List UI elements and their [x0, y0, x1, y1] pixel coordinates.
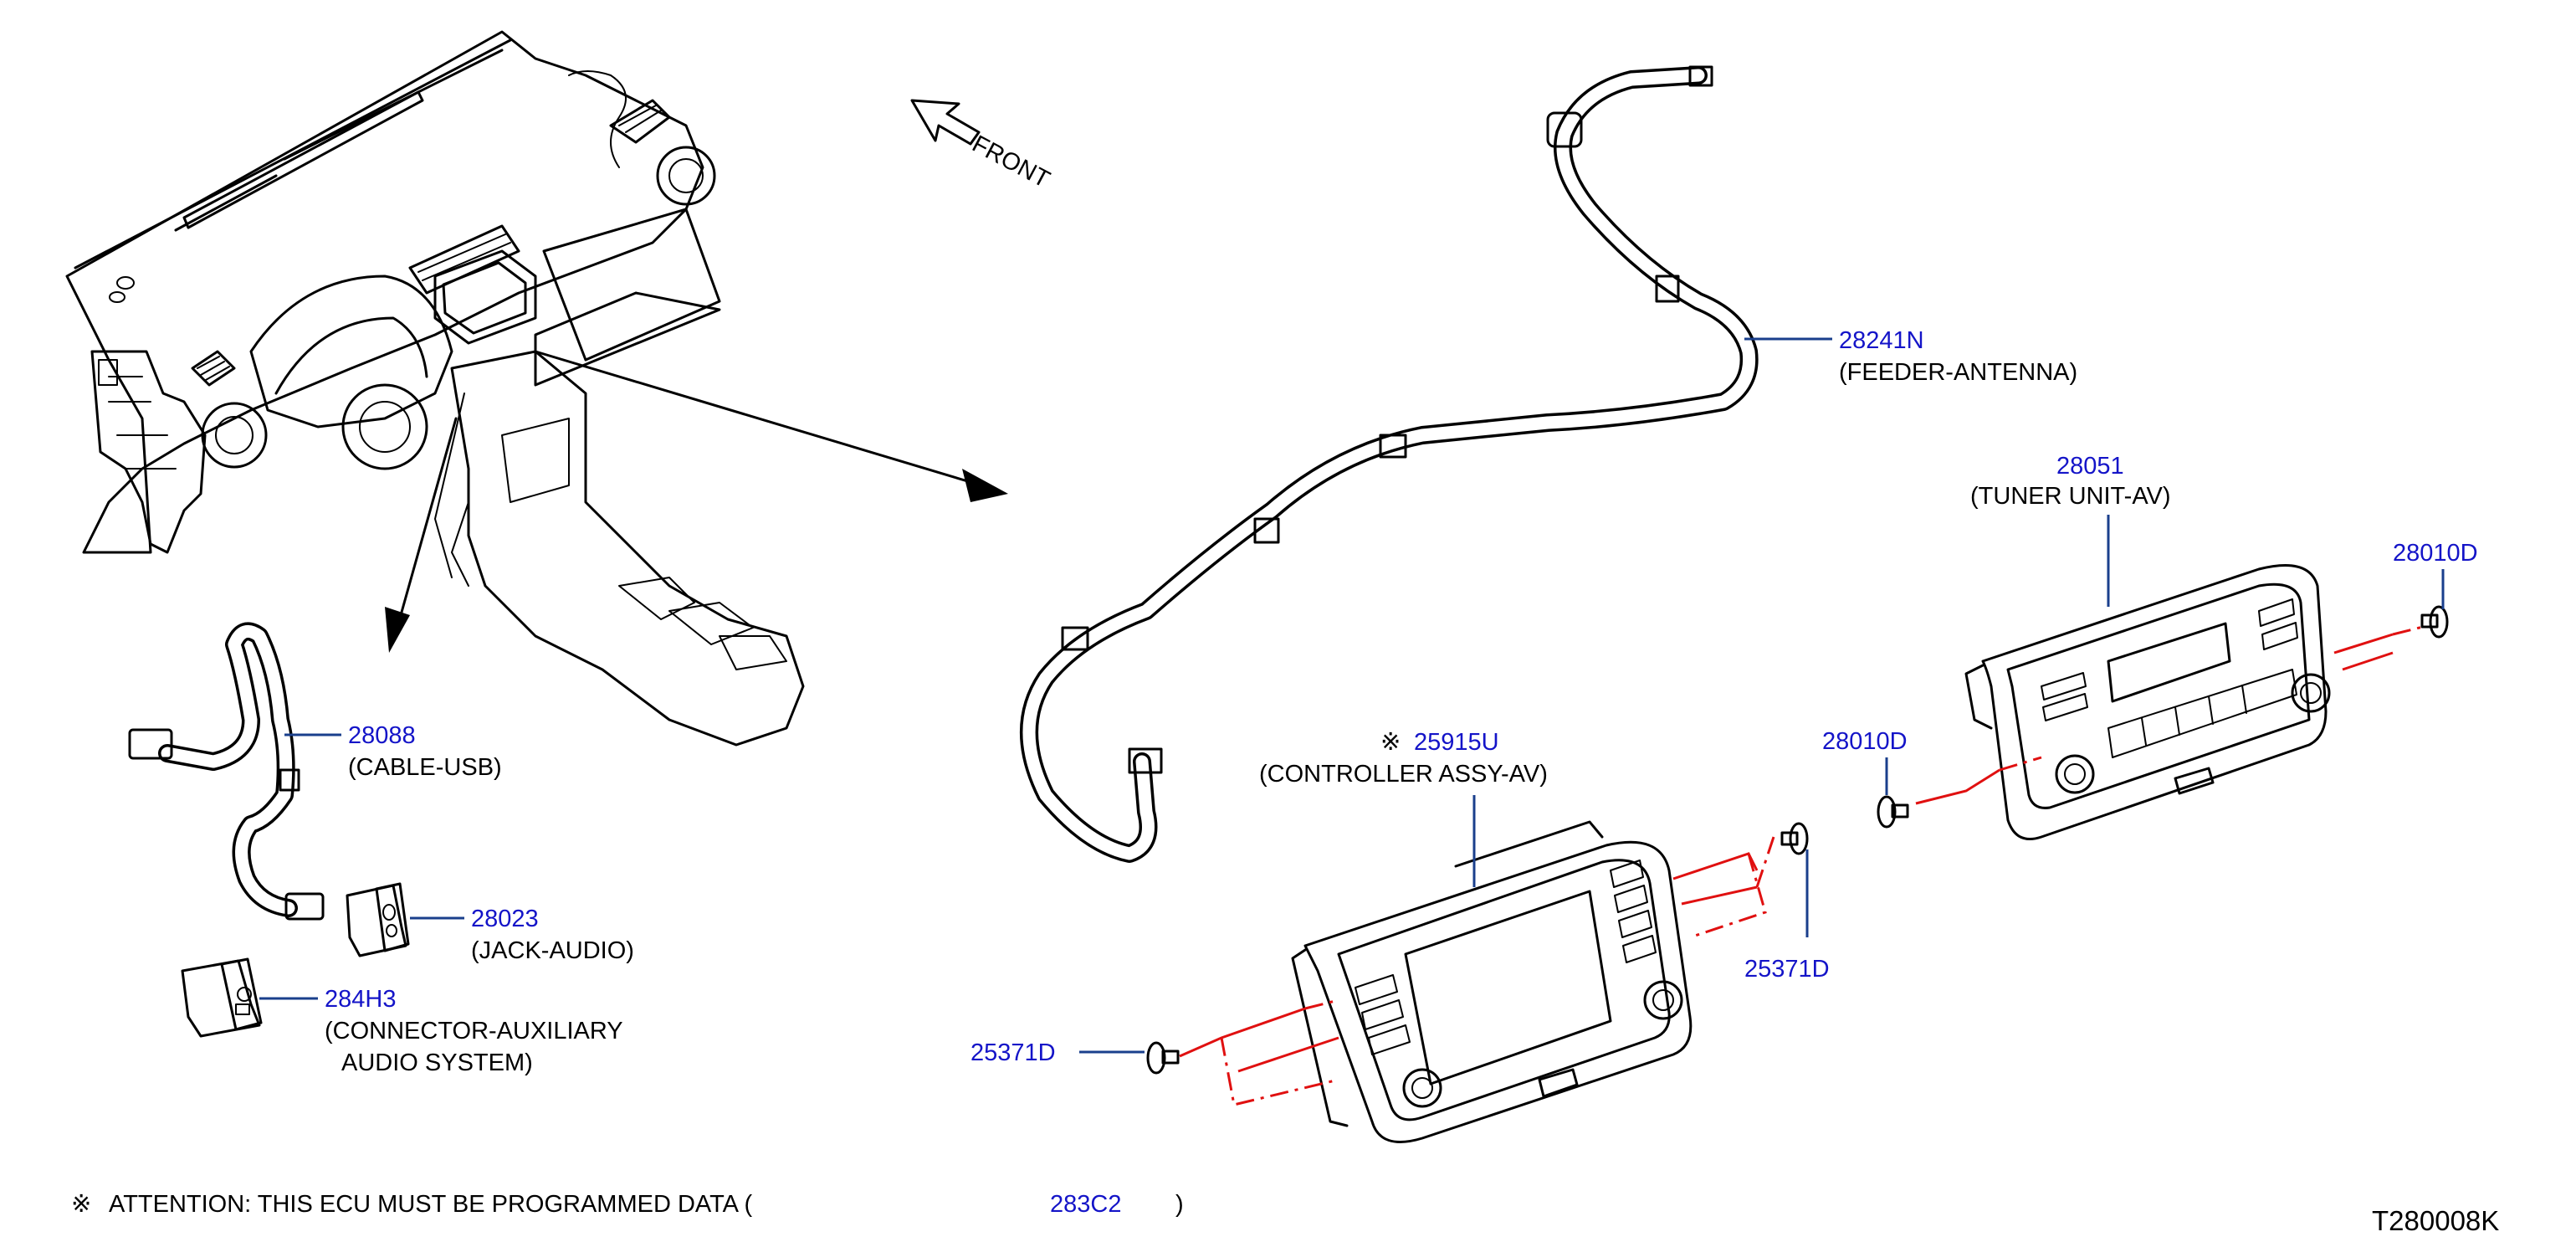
jack-audio-part-number: 28023	[471, 906, 539, 932]
feeder-antenna-name: (FEEDER-ANTENNA)	[1839, 359, 2077, 386]
dashboard-assembly-drawing	[65, 30, 805, 747]
controller-part-number: 25915U	[1414, 729, 1499, 756]
front-label: FRONT	[968, 131, 1054, 193]
cable-usb-part-number: 28088	[348, 722, 416, 749]
controller-assembly-drawing	[1291, 820, 1693, 1143]
jack-audio-drawing	[346, 882, 410, 957]
tuner-unit-drawing	[1964, 564, 2331, 840]
attention-close: )	[1175, 1191, 1184, 1218]
arrow-to-antenna-area	[534, 350, 1008, 502]
attention-mark: ※	[71, 1191, 91, 1218]
tuner-unit-name: (TUNER UNIT-AV)	[1970, 483, 2171, 510]
clip-left-drawing	[1146, 998, 1339, 1106]
front-direction-indicator: FRONT	[910, 99, 1054, 193]
front-arrow-icon	[910, 99, 981, 146]
controller-mark: ※	[1380, 729, 1401, 756]
clip-left-part-number: 25371D	[970, 1039, 1056, 1066]
jack-audio-name: (JACK-AUDIO)	[471, 937, 634, 964]
screw-right-part-number: 28010D	[2393, 540, 2478, 567]
tuner-unit-part-number: 28051	[2056, 453, 2124, 480]
controller-name: (CONTROLLER ASSY-AV)	[1259, 761, 1548, 788]
feeder-antenna-drawing	[1020, 65, 1759, 863]
connector-aux-part-number: 284H3	[325, 986, 396, 1013]
cable-usb-drawing	[128, 622, 325, 921]
arrow-to-usb-area	[385, 417, 458, 653]
connector-aux-name-line2: AUDIO SYSTEM)	[341, 1050, 533, 1076]
attention-part-number: 283C2	[1050, 1191, 1121, 1218]
diagram-code: T280008K	[2372, 1205, 2499, 1236]
clip-right-part-number: 25371D	[1744, 956, 1830, 983]
connector-aux-drawing	[181, 957, 263, 1038]
connector-aux-name-line1: (CONNECTOR-AUXILIARY	[325, 1018, 623, 1044]
screw-right-drawing	[2333, 605, 2449, 671]
attention-text: ATTENTION: THIS ECU MUST BE PROGRAMMED D…	[109, 1191, 752, 1218]
screw-left-part-number: 28010D	[1822, 728, 1908, 755]
feeder-antenna-part-number: 28241N	[1839, 327, 1924, 354]
clip-right-drawing	[1672, 822, 1809, 939]
cable-usb-name: (CABLE-USB)	[348, 754, 502, 781]
screw-left-drawing	[1877, 756, 2042, 829]
